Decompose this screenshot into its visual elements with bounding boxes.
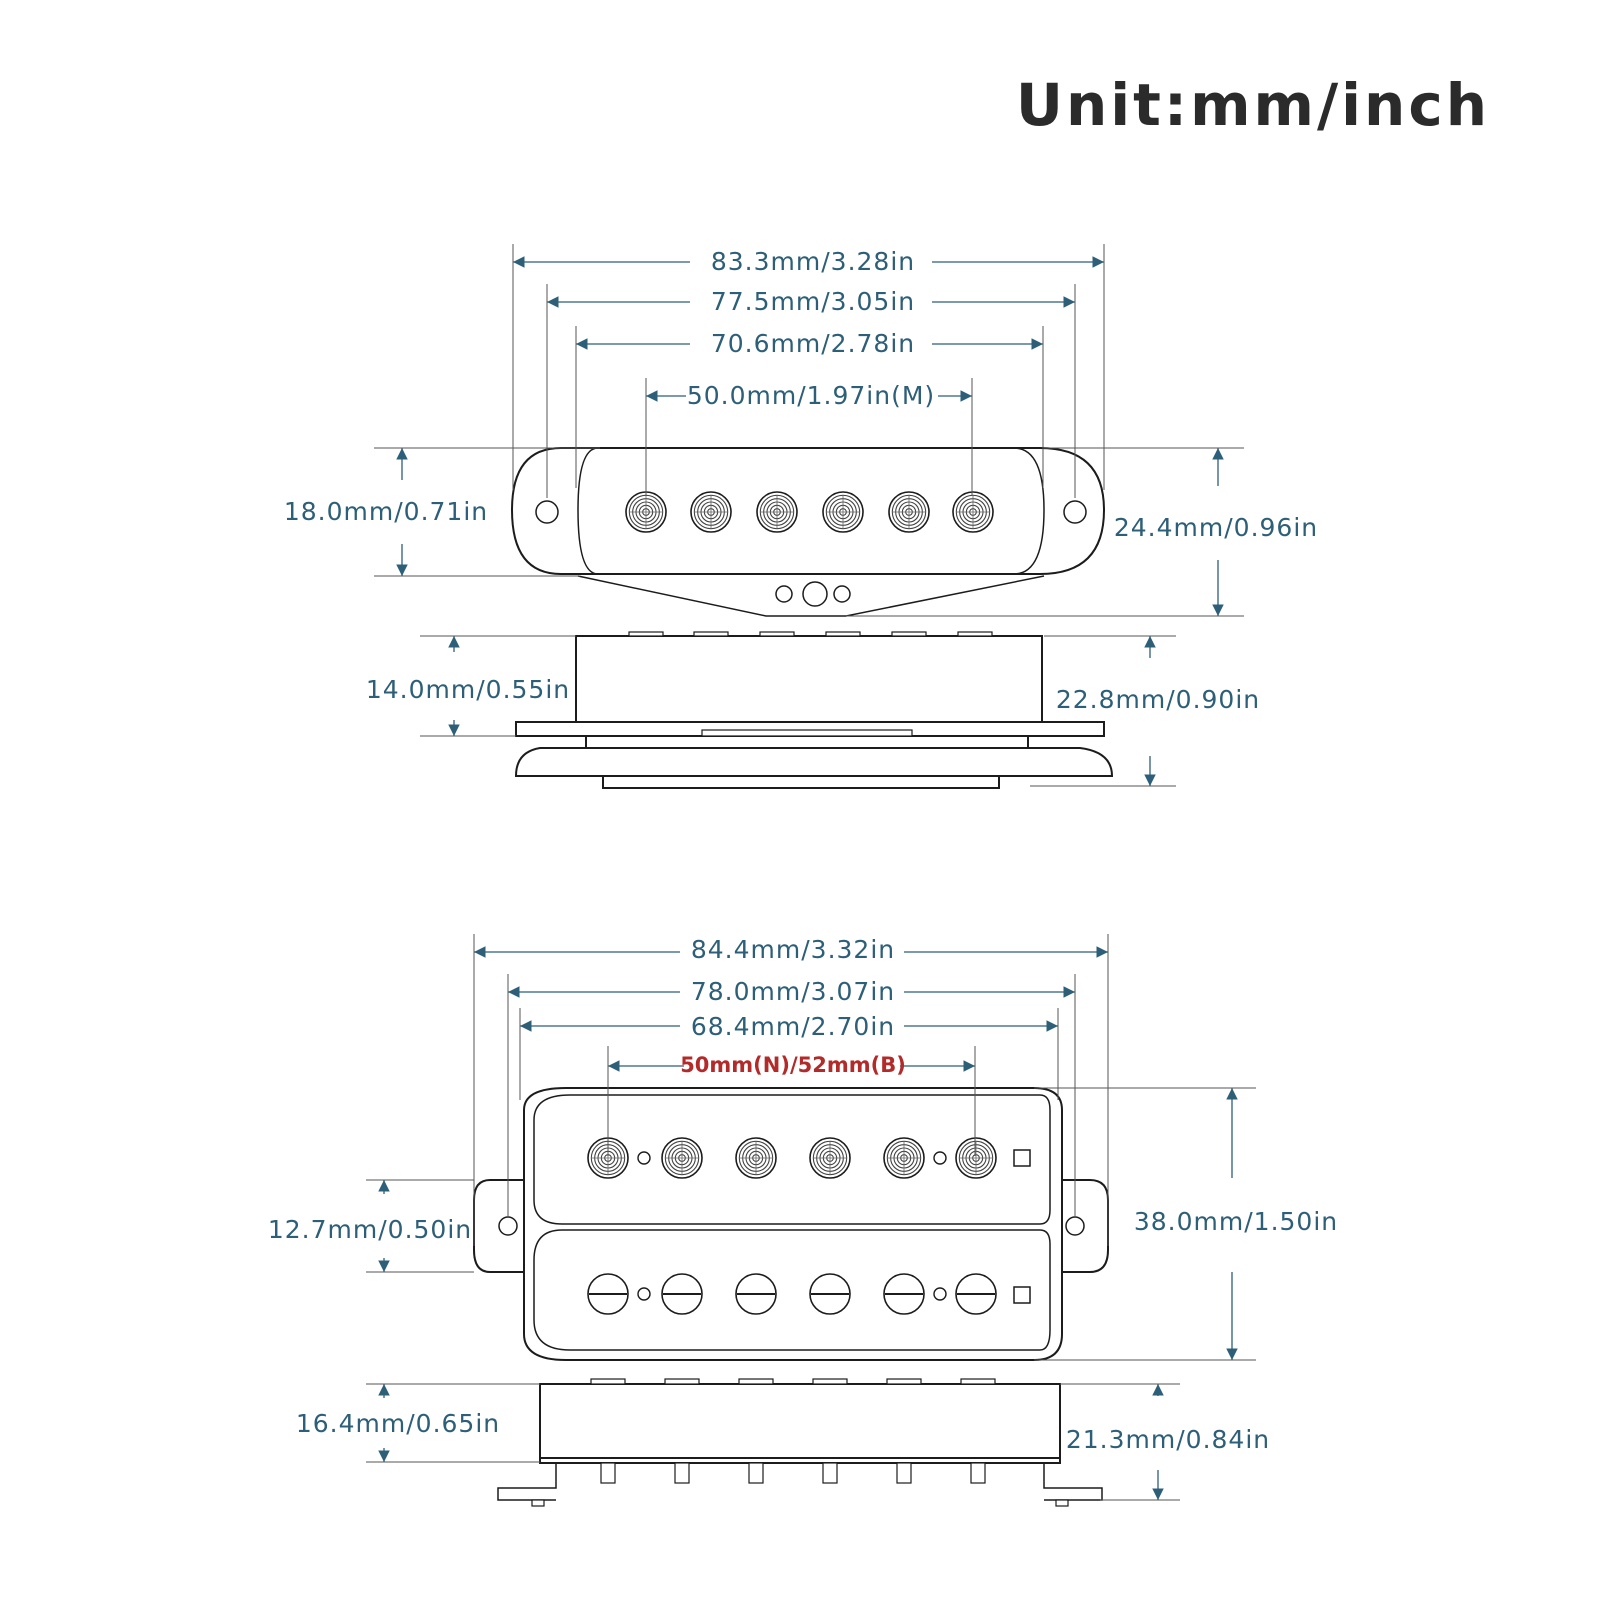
sc-side-pole-3 [759,631,795,637]
hb-total-depth-label: 38.0mm/1.50in [1134,1207,1338,1236]
hb-side-pole-top-5 [886,1378,922,1385]
hb-side-foot-right [1055,1499,1069,1507]
hb-screw-4 [809,1273,851,1315]
sc-side-pole-1 [628,631,664,637]
hb-side-pole-top-4 [812,1378,848,1385]
hb-mount-spacing-label: 78.0mm/3.07in [691,977,895,1006]
sc-pole-6 [952,491,994,533]
humbucker-side-pole-pieces [531,1378,1069,1507]
hb-pole-spacing-label: 50mm(N)/52mm(B) [680,1053,906,1077]
sc-mount-spacing-label: 77.5mm/3.05in [711,287,915,316]
sc-side-total-label: 22.8mm/0.90in [1056,685,1260,714]
hb-screw-1 [587,1273,629,1315]
sc-pole-3 [756,491,798,533]
hb-screw-3 [735,1273,777,1315]
sc-pole-2 [690,491,732,533]
hb-side-pole-bottom-3 [748,1462,764,1484]
sc-pole-4 [822,491,864,533]
sc-side-pole-2 [693,631,729,637]
hb-side-total-label: 21.3mm/0.84in [1066,1425,1270,1454]
hb-upper-small-hole-1 [637,1151,651,1165]
sc-side-height-label: 14.0mm/0.55in [366,675,570,704]
sc-cover-width-label: 70.6mm/2.78in [711,329,915,358]
sc-pole-1 [625,491,667,533]
hb-side-pole-bottom-5 [896,1462,912,1484]
hb-side-pole-bottom-1 [600,1462,616,1484]
sc-cover-height-label: 18.0mm/0.71in [284,497,488,526]
hb-pole-upper-4 [809,1137,851,1179]
hb-side-pole-top-2 [664,1378,700,1385]
sc-width-overall-label: 83.3mm/3.28in [711,247,915,276]
sc-side-base-strip [701,729,913,737]
hb-side-pole-top-6 [960,1378,996,1385]
hb-pole-upper-5 [883,1137,925,1179]
humbucker-side-view [497,1383,1103,1501]
hb-cover-width-label: 68.4mm/2.70in [691,1012,895,1041]
sc-pole-spacing-label: 50.0mm/1.97in(M) [687,381,935,410]
hb-side-pole-top-1 [590,1378,626,1385]
hb-side-height-label: 16.4mm/0.65in [296,1409,500,1438]
hb-side-foot-left [531,1499,545,1507]
humbucker-pole-pieces [587,1137,997,1315]
hb-screw-2 [661,1273,703,1315]
hb-screw-6 [955,1273,997,1315]
hb-upper-small-hole-2 [933,1151,947,1165]
sc-total-depth-label: 24.4mm/0.96in [1114,513,1318,542]
dimension-lines [366,244,1256,1501]
hb-ear-height-label: 12.7mm/0.50in [268,1215,472,1244]
hb-side-pole-top-3 [738,1378,774,1385]
hb-lower-small-hole-1 [637,1287,651,1301]
hb-pole-upper-6 [955,1137,997,1179]
single-coil-top-view [510,447,1106,617]
hb-pole-upper-2 [661,1137,703,1179]
hb-pole-upper-3 [735,1137,777,1179]
sc-side-pole-6 [957,631,993,637]
hb-screw-5 [883,1273,925,1315]
single-coil-side-pole-tops [628,631,993,737]
hb-lower-small-hole-2 [933,1287,947,1301]
sc-side-pole-4 [825,631,861,637]
hb-side-pole-bottom-6 [970,1462,986,1484]
single-coil-side-view [514,635,1114,789]
sc-side-pole-5 [891,631,927,637]
hb-side-pole-bottom-2 [674,1462,690,1484]
hb-side-pole-bottom-4 [822,1462,838,1484]
humbucker-top-view [473,1087,1109,1361]
sc-pole-5 [888,491,930,533]
hb-width-overall-label: 84.4mm/3.32in [691,935,895,964]
unit-title: Unit:mm/inch [1016,71,1490,139]
